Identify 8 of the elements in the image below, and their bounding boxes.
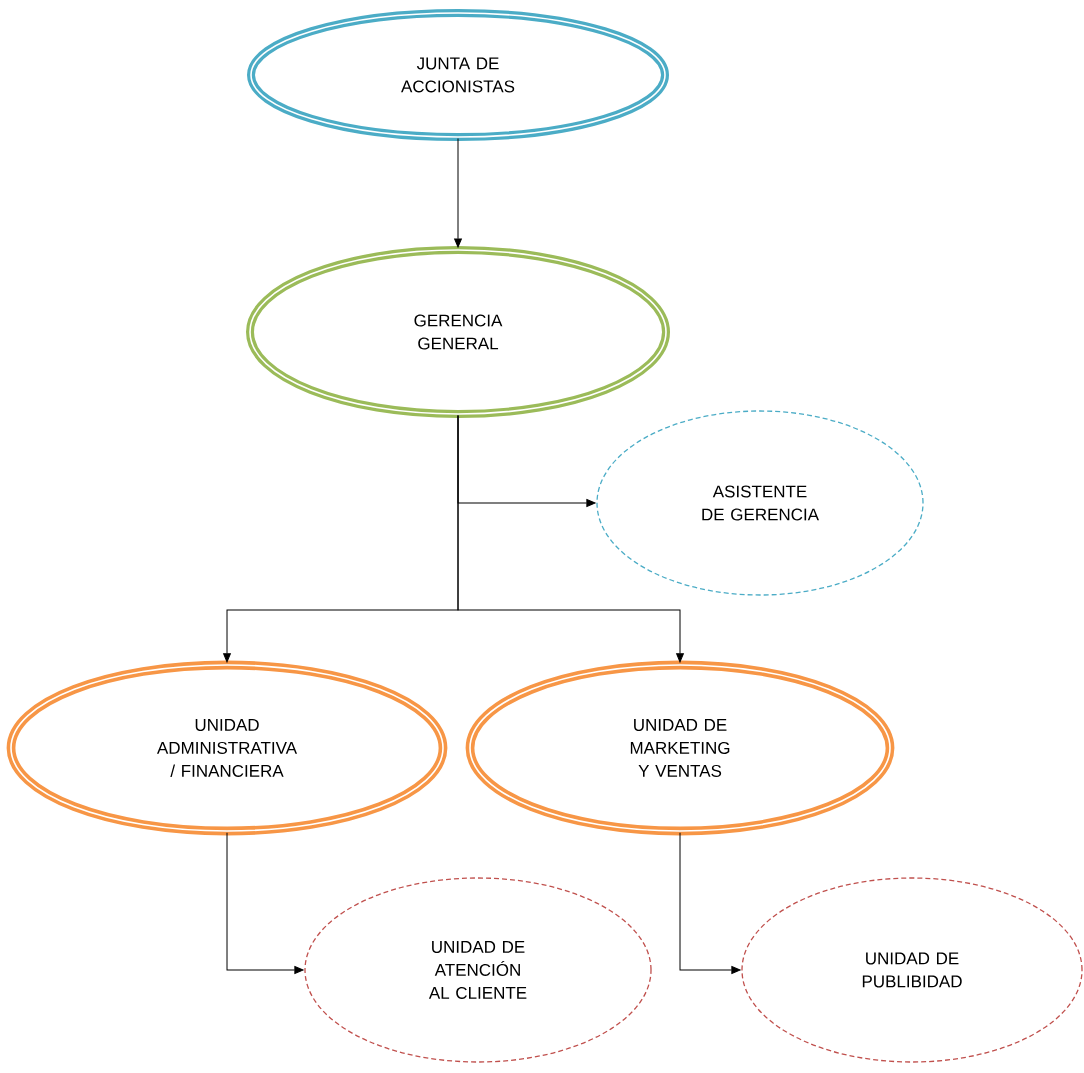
- arrow: [226, 832, 304, 974]
- ellipse-box: UNIDAD DE MARKETING Y VENTAS: [465, 660, 895, 836]
- arrow: [679, 832, 741, 974]
- ellipse-box: UNIDAD ADMINISTRATIVA / FINANCIERA: [6, 660, 448, 836]
- arrow: [457, 415, 684, 663]
- arrow: [454, 138, 462, 248]
- ellipse-box: JUNTA DE ACCIONISTAS: [247, 9, 669, 141]
- ellipse-box: GERENCIA GENERAL: [246, 246, 670, 418]
